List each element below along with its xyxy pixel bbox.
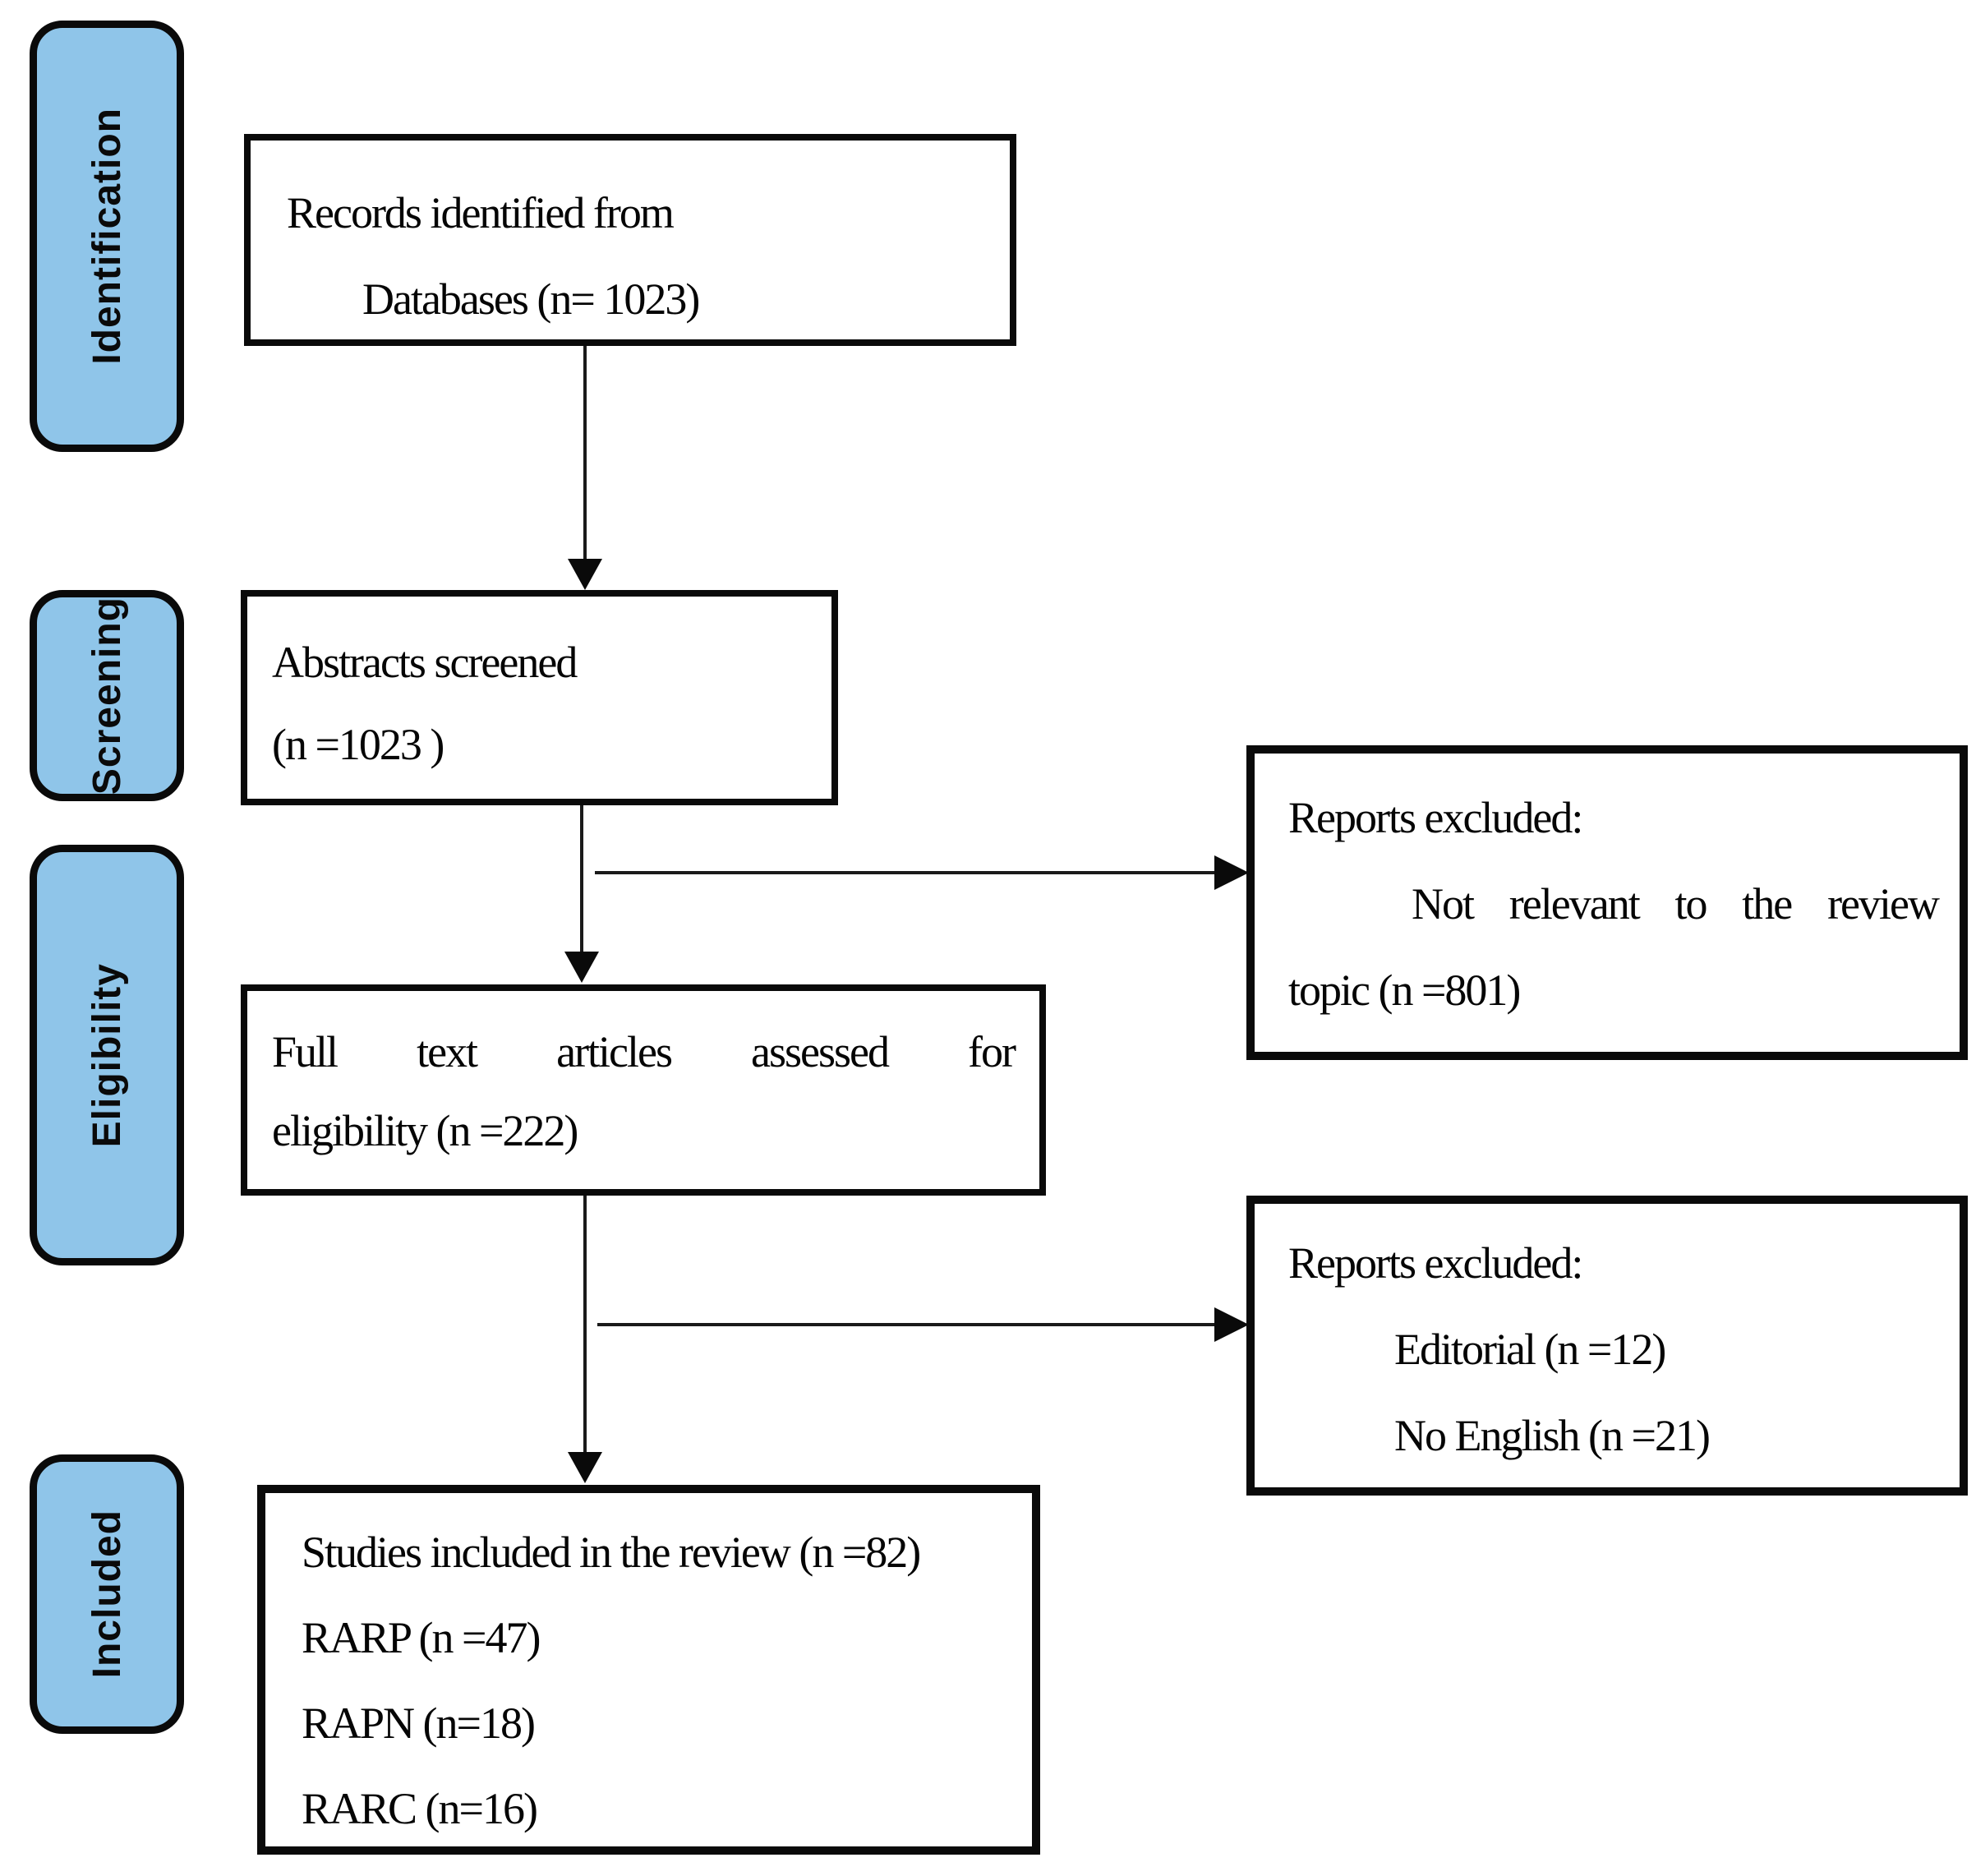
- fulltext-line-1: Full text articles assessed for: [272, 1027, 1016, 1076]
- fulltext-line-2: eligibility (n =222): [272, 1106, 578, 1155]
- stage-identification-label: Identification: [85, 108, 129, 365]
- box-reports-excluded-screening: Reports excluded: Not relevant to the re…: [1246, 745, 1968, 1060]
- excluded1-line-3: topic (n =801): [1288, 966, 1521, 1015]
- box-reports-excluded-eligibility: Reports excluded: Editorial (n =12) No E…: [1246, 1196, 1968, 1496]
- arrowhead-down-icon: [568, 559, 602, 590]
- stage-included-label: Included: [85, 1510, 129, 1679]
- box-studies-included: Studies included in the review (n =82) R…: [257, 1485, 1040, 1855]
- studies-line-1: Studies included in the review (n =82): [302, 1528, 921, 1577]
- excluded1-line-2: Not relevant to the review: [1412, 879, 1940, 929]
- arrow-records-to-abstracts: [568, 346, 602, 590]
- stage-screening-label: Screening: [85, 596, 129, 795]
- stage-screening: Screening: [30, 590, 184, 801]
- box-records-identified: Records identified from Databases (n= 10…: [244, 134, 1016, 346]
- arrow-branch-to-excluded-2: [597, 1307, 1249, 1342]
- excluded2-line-1: Reports excluded:: [1288, 1238, 1583, 1288]
- excluded2-line-2: Editorial (n =12): [1394, 1325, 1666, 1374]
- stage-identification: Identification: [30, 21, 184, 452]
- stage-eligibility-label: Eligibility: [85, 962, 129, 1148]
- stage-eligibility: Eligibility: [30, 845, 184, 1265]
- excluded2-line-3: No English (n =21): [1394, 1411, 1711, 1460]
- arrowhead-down-icon: [564, 952, 599, 983]
- stage-included: Included: [30, 1454, 184, 1734]
- box-fulltext-assessed: Full text articles assessed for eligibil…: [241, 984, 1046, 1196]
- arrow-abstracts-to-fulltext: [564, 805, 599, 983]
- records-line-2: Databases (n= 1023): [362, 274, 700, 324]
- arrowhead-down-icon: [568, 1452, 602, 1483]
- arrowhead-right-icon: [1214, 855, 1249, 890]
- arrow-branch-to-excluded-1: [595, 855, 1249, 890]
- records-line-1: Records identified from: [287, 188, 675, 237]
- abstracts-line-1: Abstracts screened: [272, 638, 578, 687]
- arrow-fulltext-to-studies: [568, 1196, 602, 1483]
- box-abstracts-screened: Abstracts screened (n =1023 ): [241, 590, 838, 805]
- excluded1-line-1: Reports excluded:: [1288, 793, 1583, 842]
- arrowhead-right-icon: [1214, 1307, 1249, 1342]
- studies-line-rarp: RARP (n =47): [302, 1613, 541, 1662]
- studies-line-rapn: RAPN (n=18): [302, 1699, 536, 1748]
- abstracts-line-2: (n =1023 ): [272, 720, 444, 769]
- studies-line-rarc: RARC (n=16): [302, 1784, 538, 1833]
